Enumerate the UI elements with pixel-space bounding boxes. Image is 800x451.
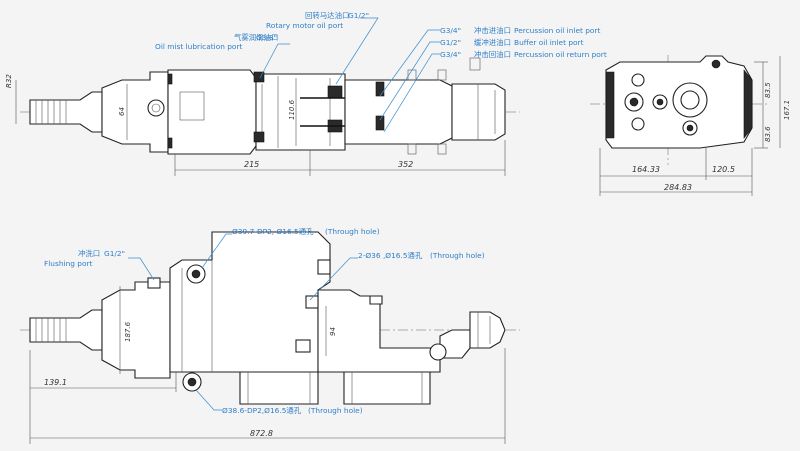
accumulator-right [343,371,431,405]
rotary-port-cn: 回转马达油口 [305,11,349,20]
dim-83-6: 83.6 [764,126,772,142]
gear-housing-top [167,69,257,155]
shank-top [29,91,103,133]
return-port-size: G3/4" [440,50,461,59]
motor-block-top [255,73,346,151]
dim-167-1: 167.1 [783,100,791,120]
hole3-spec: Ø38.6-DP2,Ø16.5通孔 [222,406,302,415]
mist-port-en: Oil mist lubrication port [155,42,242,51]
dim-164-33: 164.33 [632,165,660,174]
rear-end-top [451,83,506,141]
dim-139-1: 139.1 [44,378,67,387]
rotary-port-size: G1/2" [348,11,369,20]
buffer-port-cn: 缓冲进油口 [474,38,511,47]
inlet-port-cn: 冲击进油口 [474,26,511,35]
hole1-spec: Ø39.7-DP2, Ø16.5通孔 [232,227,314,236]
dims-side: 187.6 94 139.1 872.8 [29,286,506,444]
side-view: 187.6 94 139.1 872.8 Ø39.7-DP2, Ø16.5通孔 … [20,227,520,444]
rotary-port-en: Rotary motor oil port [266,21,343,30]
shank-side [29,309,103,351]
mist-port-cn: 气雾润滑油口 [234,33,278,42]
hole2-spec: 2-Ø36 ,Ø16.5通孔 [358,251,423,260]
flush-port-cn: 冲洗口 [78,249,100,258]
dims-top: R32 64 110.6 215 352 [5,74,506,176]
dim-352: 352 [398,160,413,169]
front-head-side [101,281,171,379]
callouts-top: 气雾润滑油口 G3/8" Oil mist lubrication port 回… [155,11,607,133]
inlet-port-en: Percussion oil inlet port [514,26,600,35]
mist-port-fitting [147,99,165,117]
flush-port-size: G1/2" [104,249,125,258]
dim-284-83: 284.83 [664,183,692,192]
hole1-en: (Through hole) [325,227,380,236]
top-view: R32 64 110.6 215 352 气雾润滑油口 G3/8" Oil mi… [5,11,607,176]
dim-110-6: 110.6 [288,99,296,120]
return-port-cn: 冲击回油口 [474,50,511,59]
dim-83-5: 83.5 [764,82,772,98]
dim-120-5: 120.5 [712,165,735,174]
dim-94: 94 [329,327,337,336]
cylinder-side [317,289,471,373]
dim-215: 215 [244,160,259,169]
dim-r32: R32 [5,74,13,88]
cylinder-top [344,79,453,145]
end-view: 83.5 83.6 167.1 164.33 120.5 284.83 [590,55,791,196]
dim-187-6: 187.6 [124,321,132,342]
flush-port-en: Flushing port [44,259,93,268]
rear-end-side [469,311,506,349]
dim-872-8: 872.8 [250,429,273,438]
buffer-port-en: Buffer oil inlet port [514,38,584,47]
buffer-port-size: G1/2" [440,38,461,47]
mist-port-size: G3/8" [256,33,277,42]
accumulator-left [239,371,319,405]
callouts-side: Ø39.7-DP2, Ø16.5通孔 (Through hole) 2-Ø36 … [44,227,485,415]
hole3-en: (Through hole) [308,406,363,415]
dims-end: 83.5 83.6 167.1 164.33 120.5 284.83 [599,56,791,196]
dim-64: 64 [118,107,126,116]
hole2-en: (Through hole) [430,251,485,260]
inlet-port-size: G3/4" [440,26,461,35]
return-port-en: Percussion oil return port [514,50,607,59]
